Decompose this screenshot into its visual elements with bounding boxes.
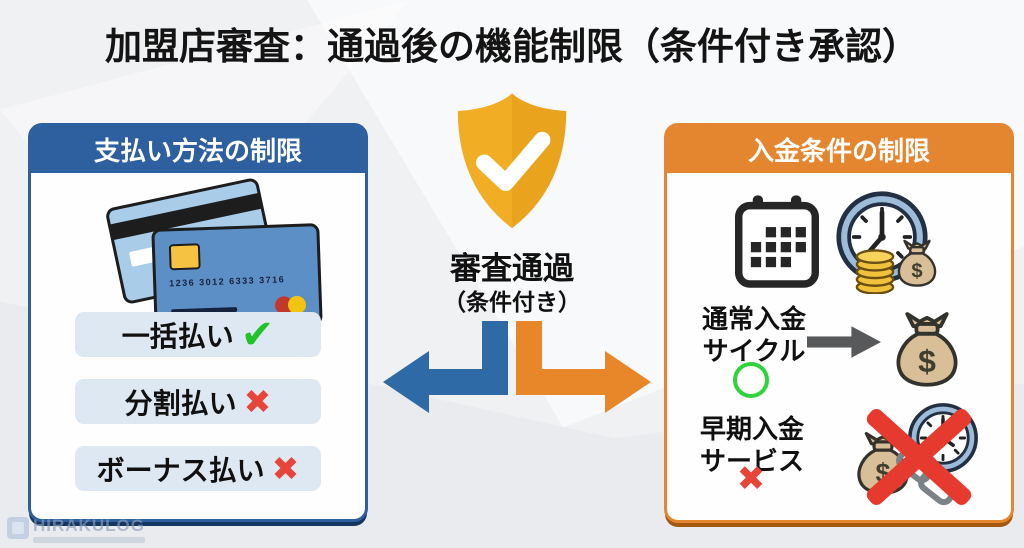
calendar-icon: [735, 195, 819, 288]
split-arrows-icon: [383, 321, 651, 413]
shield-check-icon: [457, 93, 567, 229]
coins-icon: [855, 249, 895, 294]
screening-result-note: （条件付き）: [443, 289, 581, 315]
payment-row-label: 分割払い: [124, 387, 237, 419]
screening-result-title: 審査通過: [450, 251, 574, 286]
check-icon: ✔: [240, 312, 275, 357]
circle-allowed-icon: [733, 362, 769, 398]
card-chip: [168, 243, 201, 271]
card-number: 1236 3012 6333 3716: [169, 274, 286, 289]
brand-logo-icon: [7, 517, 29, 539]
deposit-conditions-panel: 入金条件の制限: [664, 123, 1014, 523]
right-arrow-icon: [807, 326, 881, 358]
payment-methods-panel: 支払い方法の制限 1236 3012 6333 3716 一括払い ✔ 分割払い…: [28, 123, 368, 522]
payment-row-installments: 分割払い ✖: [75, 379, 321, 424]
deposit-panel-header: 入金条件の制限: [667, 126, 1011, 173]
money-bag-icon: $: [896, 312, 958, 387]
early-deposit-denied-illustration: $: [851, 402, 993, 514]
credit-cards-icon: 1236 3012 6333 3716: [101, 176, 323, 331]
clock-money-icon-group: $: [827, 188, 1002, 303]
brand-watermark: HIRAKULOG: [7, 517, 145, 543]
brand-name: HIRAKULOG: [33, 516, 145, 535]
svg-text:$: $: [911, 260, 922, 282]
payment-row-label: 一括払い: [121, 320, 234, 352]
early-deposit-label: 早期入金 サービス: [699, 414, 804, 476]
payment-row-bonus: ボーナス払い ✖: [75, 446, 321, 491]
svg-text:$: $: [918, 343, 936, 379]
page-title: 加盟店審査：通過後の機能制限（条件付き承認）: [105, 26, 919, 67]
normal-deposit-label: 通常入金 サイクル: [701, 304, 806, 366]
cross-icon: ✖: [271, 450, 300, 487]
cross-icon: ✖: [736, 460, 766, 498]
payment-row-label: ボーナス払い: [96, 454, 265, 486]
payment-row-lump-sum: 一括払い ✔: [75, 312, 321, 357]
payment-panel-header: 支払い方法の制限: [31, 126, 365, 173]
money-bag-icon: $: [897, 239, 937, 287]
cross-icon: ✖: [243, 383, 272, 420]
brand-subtext-bar: [33, 537, 145, 543]
